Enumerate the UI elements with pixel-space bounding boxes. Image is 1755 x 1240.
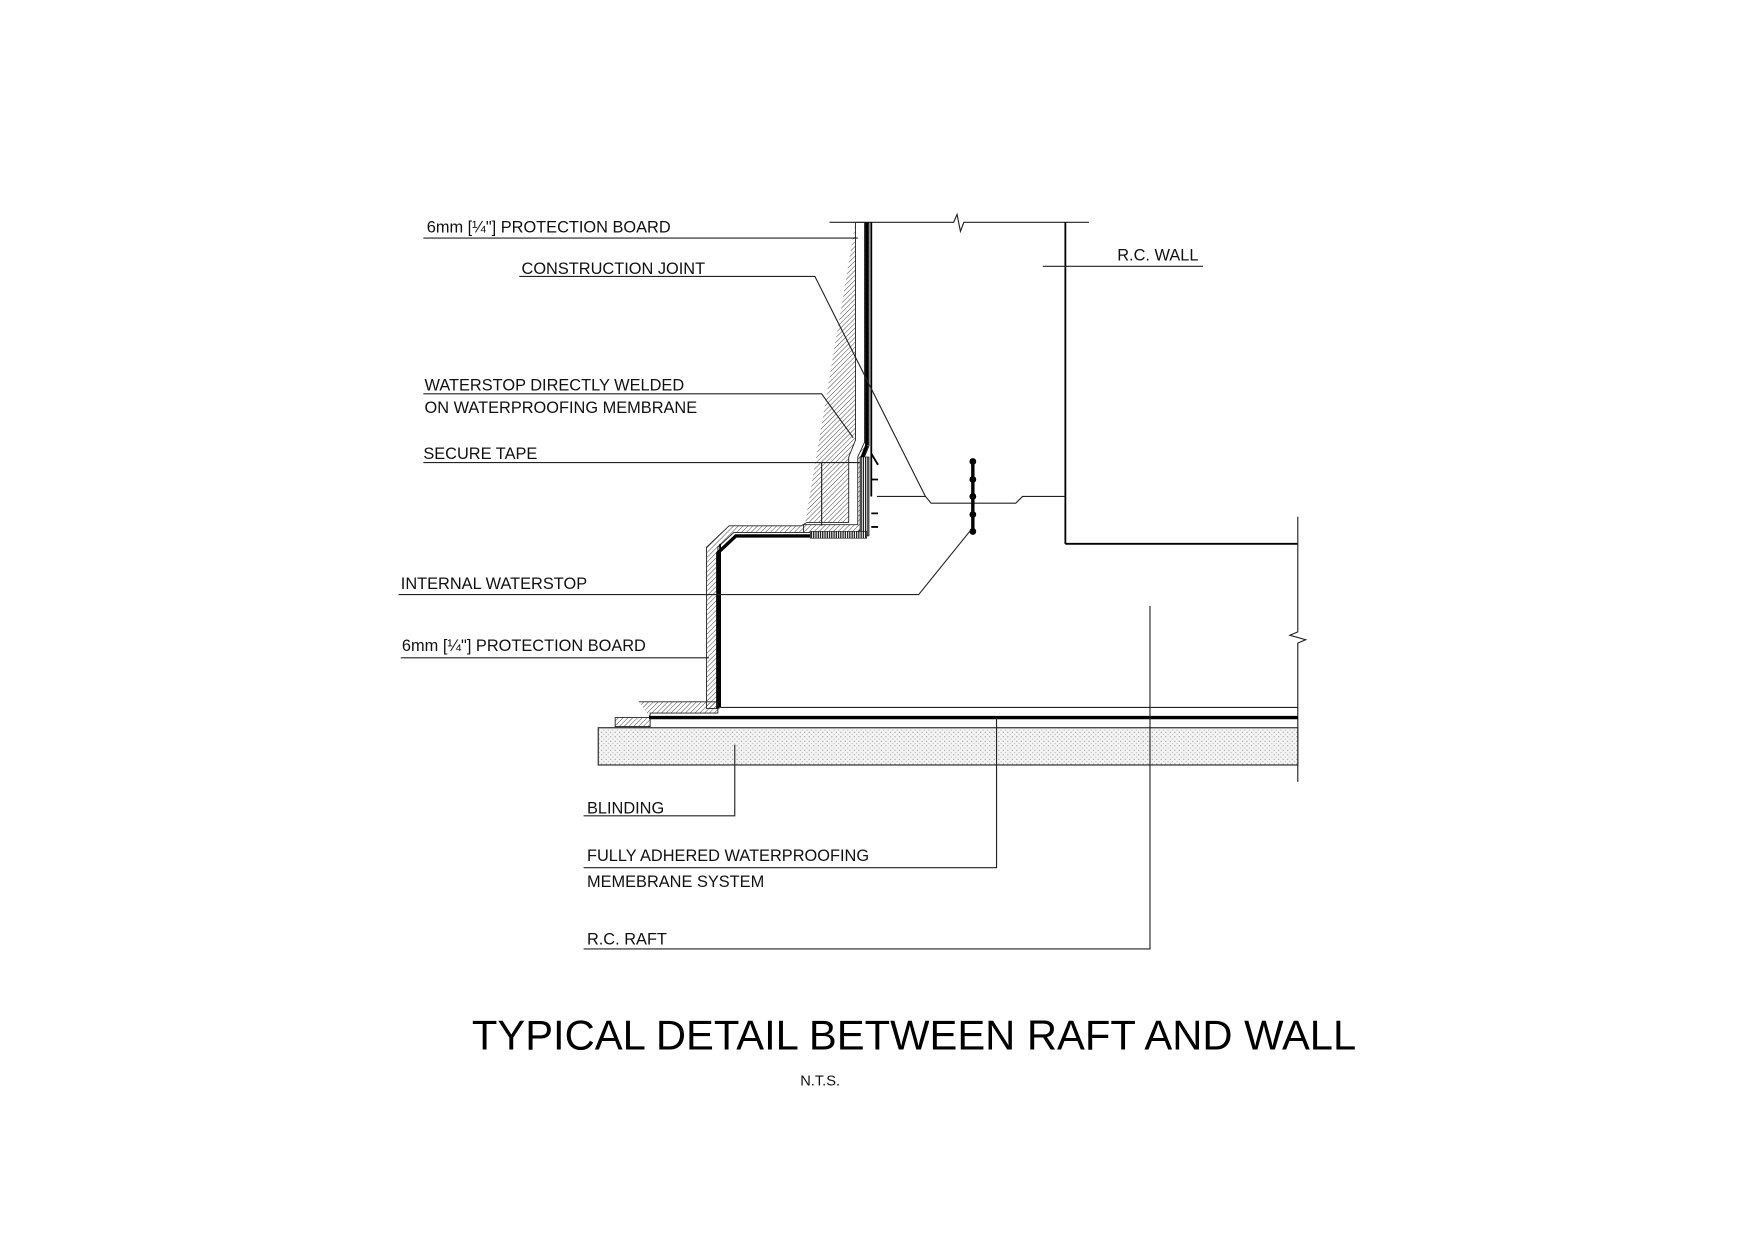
rc-wall [829, 212, 1308, 782]
label-internal-waterstop: INTERNAL WATERSTOP [401, 575, 587, 593]
secure-tape [859, 456, 870, 537]
label-protection-board-bottom: 6mm [¼"] PROTECTION BOARD [402, 637, 646, 655]
label-protection-board-top: 6mm [¼"] PROTECTION BOARD [427, 218, 671, 236]
label-waterstop-welded-1: WATERSTOP DIRECTLY WELDED [424, 376, 684, 394]
wall-membrane [706, 221, 879, 710]
label-waterstop-welded-2: ON WATERPROOFING MEMBRANE [424, 399, 697, 417]
label-blinding: BLINDING [587, 800, 664, 818]
drawing-title: TYPICAL DETAIL BETWEEN RAFT AND WALL [472, 1011, 1356, 1058]
leaders [398, 237, 1204, 950]
label-membrane-1: FULLY ADHERED WATERPROOFING [587, 847, 869, 865]
scale-note: N.T.S. [800, 1073, 840, 1089]
label-rc-wall: R.C. WALL [1117, 247, 1198, 265]
raft-base [597, 701, 1299, 766]
label-construction-joint: CONSTRUCTION JOINT [522, 260, 706, 278]
label-rc-raft: R.C. RAFT [587, 930, 667, 948]
label-membrane-2: MEMEBRANE SYSTEM [587, 873, 764, 891]
label-secure-tape: SECURE TAPE [423, 445, 537, 463]
blinding [597, 727, 1299, 766]
internal-waterstop [969, 458, 977, 535]
